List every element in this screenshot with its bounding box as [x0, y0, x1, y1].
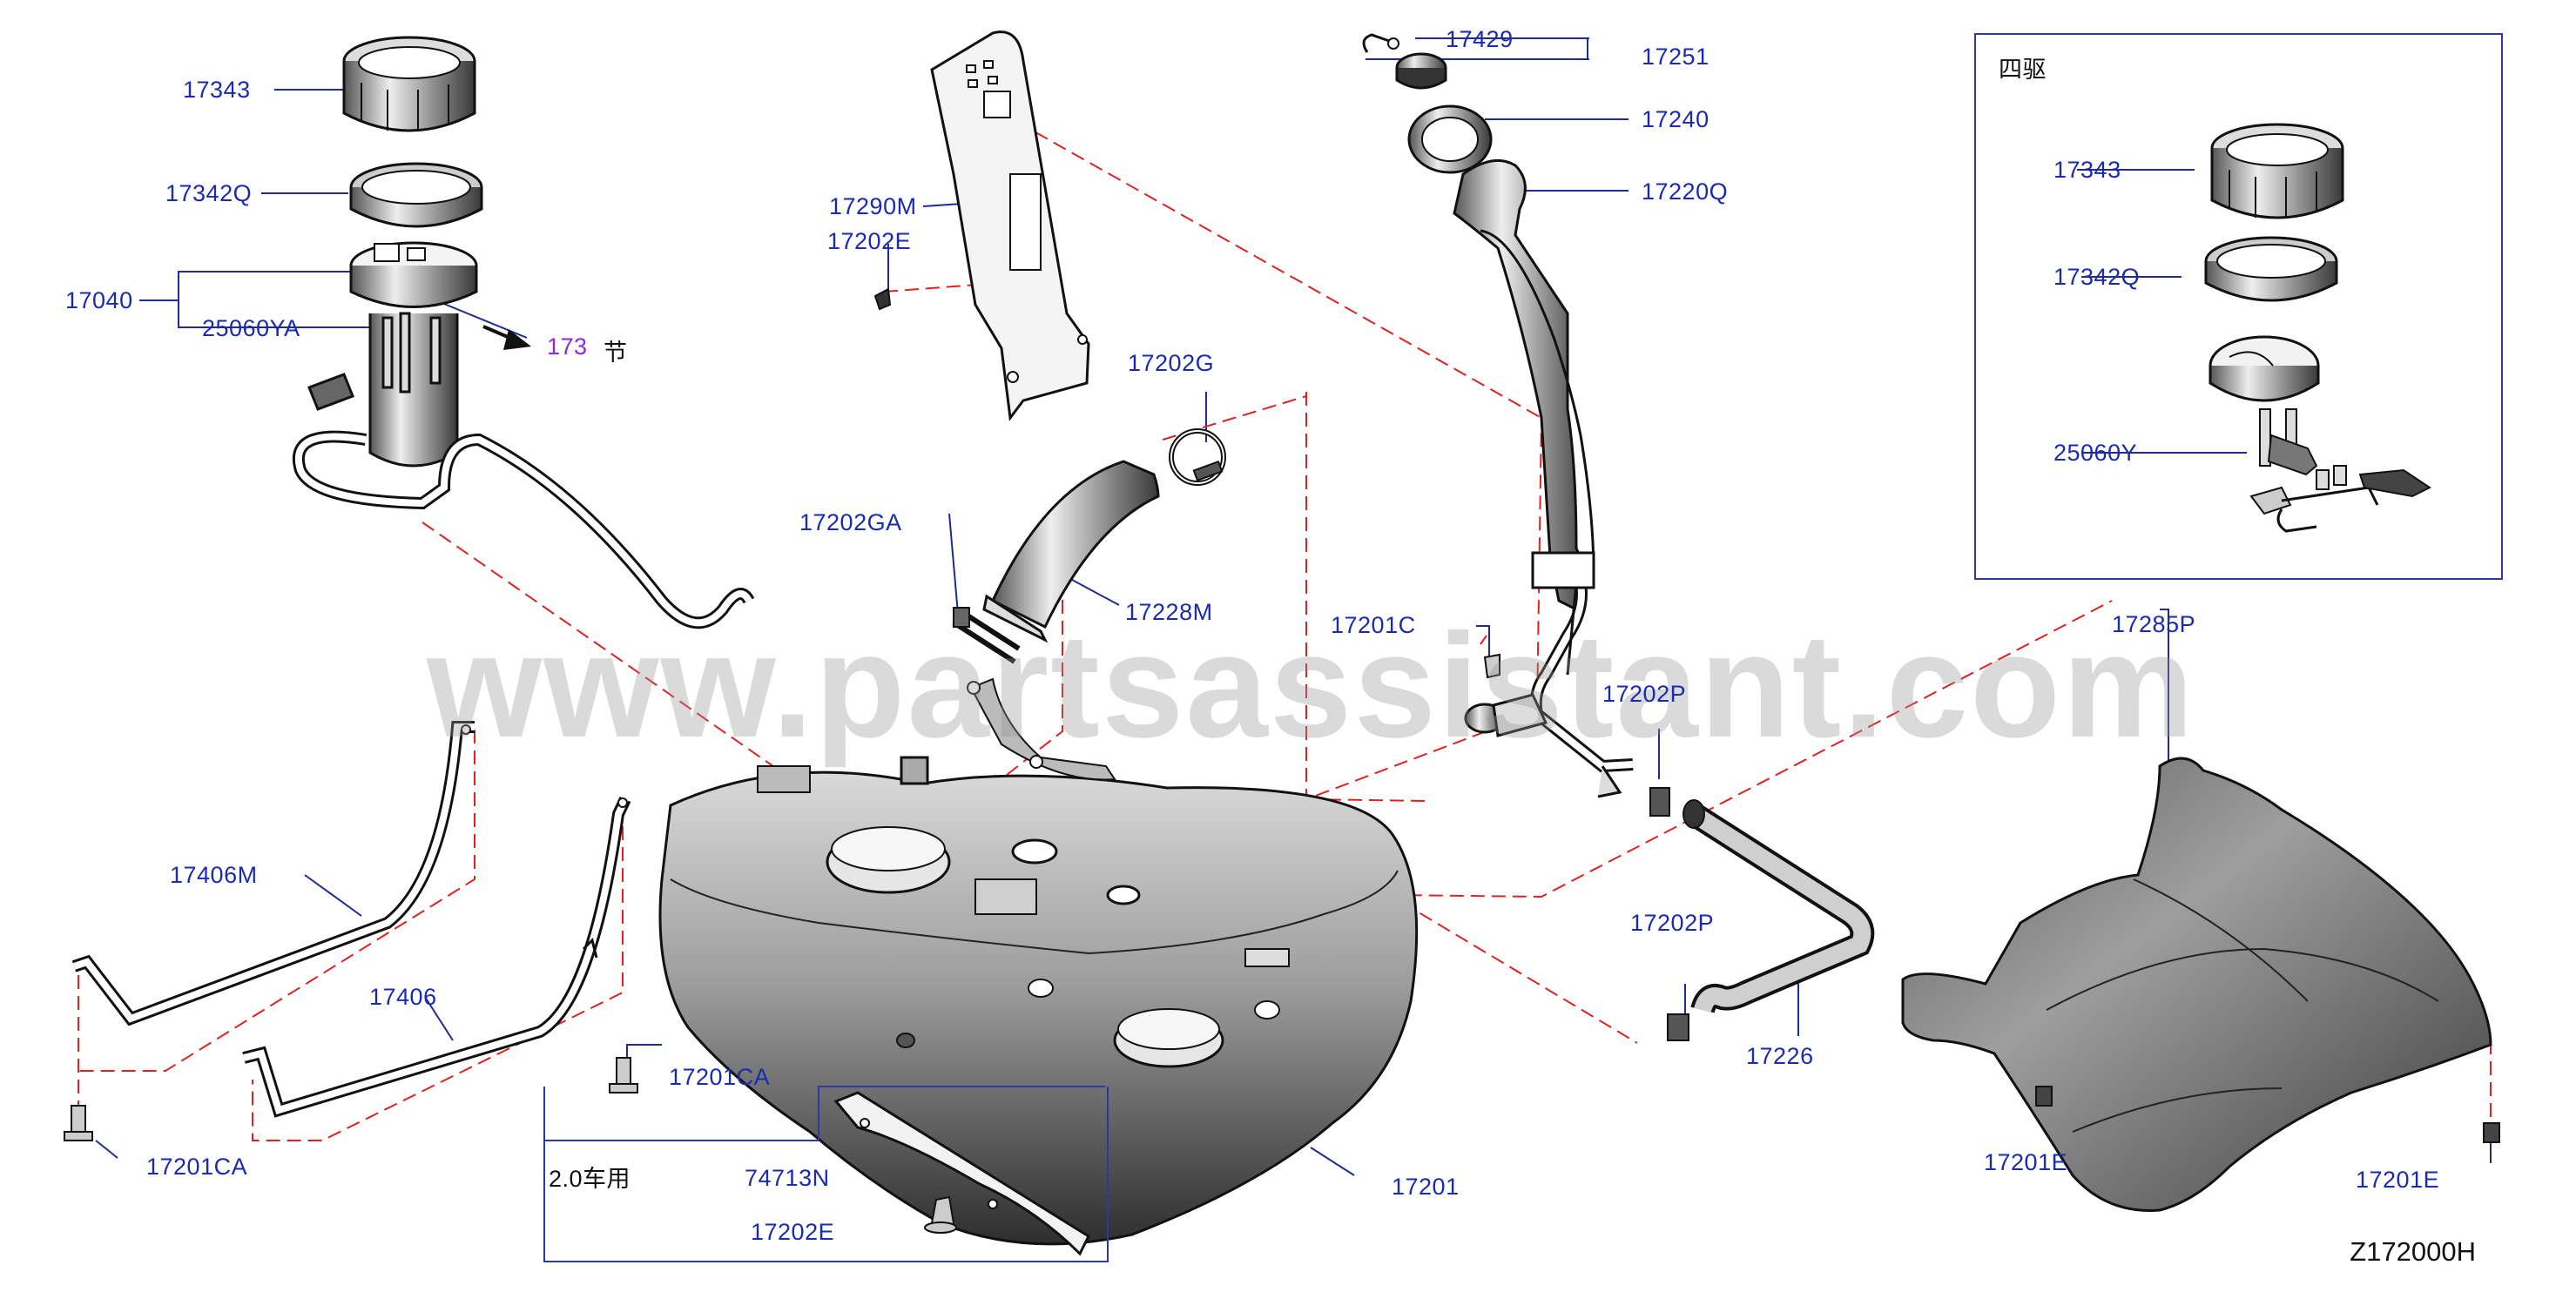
filler-neck-protector-17290M: [873, 30, 1090, 421]
filler-neck-assembly: [1362, 33, 1670, 817]
inset-box-2-0: [543, 1087, 1109, 1262]
label-17201C[interactable]: 17201C: [1331, 612, 1416, 638]
fuel-tank-17201: [658, 677, 1419, 1246]
label-17040[interactable]: 17040: [65, 287, 133, 313]
label-17202G[interactable]: 17202G: [1128, 350, 1215, 376]
diagram-code: Z172000H: [2350, 1236, 2476, 1267]
label-17201E-right[interactable]: 17201E: [2356, 1167, 2440, 1193]
inset-2-0-title: 2.0车用: [549, 1166, 631, 1192]
label-17201[interactable]: 17201: [1392, 1174, 1460, 1200]
label-17429[interactable]: 17429: [1446, 26, 1514, 52]
label-17406[interactable]: 17406: [369, 984, 437, 1010]
inset-2-0-parts: [833, 1091, 1090, 1256]
label-inset-17343[interactable]: 17343: [2053, 157, 2121, 183]
heat-shield-17285P: [1901, 757, 2500, 1212]
label-17251[interactable]: 17251: [1642, 44, 1709, 70]
label-inset-17342Q[interactable]: 17342Q: [2053, 264, 2141, 290]
watermark: www.partsassistant.com: [427, 603, 2196, 769]
label-17226[interactable]: 17226: [1746, 1043, 1814, 1069]
section-ref-suffix: 节: [604, 340, 628, 366]
label-17202E-top[interactable]: 17202E: [827, 228, 912, 254]
label-17342Q[interactable]: 17342Q: [165, 180, 253, 206]
breather-hose-17226: [1667, 799, 1875, 1041]
section-ref-number[interactable]: 173: [547, 333, 588, 360]
filler-hose-17228M: [952, 428, 1226, 664]
tank-straps: [64, 721, 638, 1141]
label-17406M[interactable]: 17406M: [170, 862, 258, 888]
label-17202GA[interactable]: 17202GA: [799, 509, 902, 535]
label-17285P[interactable]: 17285P: [2112, 611, 2196, 637]
label-25060YA[interactable]: 25060YA: [202, 315, 300, 341]
label-17202P-upper[interactable]: 17202P: [1602, 681, 1687, 707]
label-17201CA-left[interactable]: 17201CA: [146, 1154, 248, 1180]
label-17240[interactable]: 17240: [1642, 106, 1709, 132]
label-inset-25060Y[interactable]: 25060Y: [2053, 440, 2138, 466]
label-17290M[interactable]: 17290M: [829, 193, 917, 219]
fuel-pump-assembly: [292, 36, 755, 629]
label-17201E-left[interactable]: 17201E: [1984, 1149, 2068, 1175]
label-17220Q[interactable]: 17220Q: [1642, 178, 1729, 205]
label-17201CA-right[interactable]: 17201CA: [669, 1064, 771, 1090]
inset-4wd-title: 四驱: [1999, 57, 2047, 83]
label-17343[interactable]: 17343: [183, 77, 251, 103]
inset-box-4wd: [1974, 33, 2503, 580]
inset-4wd-parts: [2204, 123, 2431, 533]
label-17202P-lower[interactable]: 17202P: [1630, 910, 1715, 936]
label-74713N[interactable]: 74713N: [745, 1165, 830, 1191]
label-17202E-bottom[interactable]: 17202E: [751, 1219, 835, 1245]
label-17228M[interactable]: 17228M: [1125, 599, 1213, 625]
